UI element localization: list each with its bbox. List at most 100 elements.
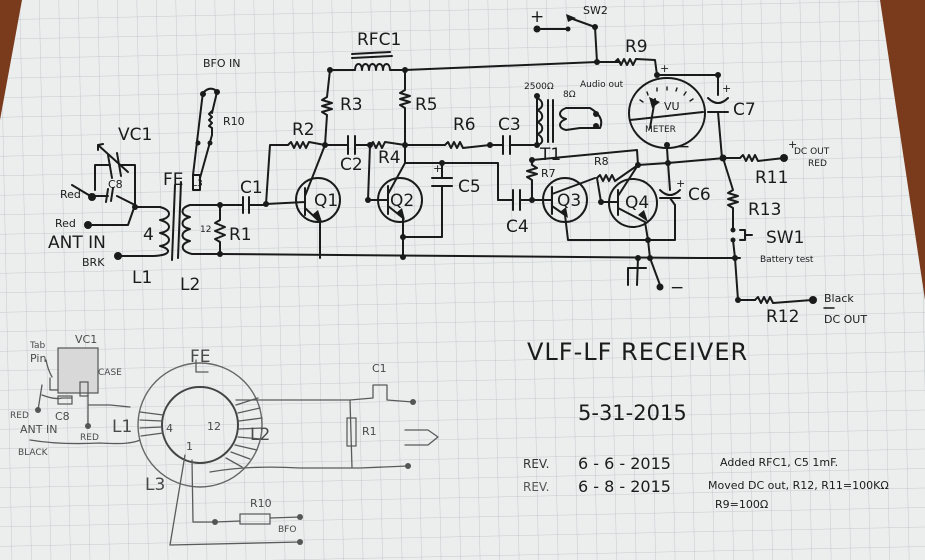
label-c6: C6 xyxy=(688,185,711,205)
label-l3-pictorial: L3 xyxy=(145,475,165,495)
label-black-pictorial: BLACK xyxy=(18,448,49,458)
label-fe-pictorial: FE xyxy=(190,347,211,367)
ground-symbol xyxy=(627,257,647,286)
label-l2: L2 xyxy=(180,275,200,295)
l2-coil xyxy=(181,204,221,255)
label-l2-turns-pictorial: 12 xyxy=(207,420,221,433)
rev2-note: Moved DC out, R12, R11=100KΩ xyxy=(708,479,889,492)
rev1-prefix: REV. xyxy=(523,457,549,471)
label-red-1: Red xyxy=(60,188,81,201)
r7-resistor xyxy=(526,149,639,201)
label-l3: L3 xyxy=(192,179,203,189)
label-l1-turns: 4 xyxy=(143,225,154,245)
meter-minus: − xyxy=(676,137,690,157)
t1-primary xyxy=(536,97,544,146)
label-q3: Q3 xyxy=(557,191,581,211)
label-r1: R1 xyxy=(229,225,252,245)
label-c7: C7 xyxy=(733,100,756,120)
label-minus: − xyxy=(670,278,684,298)
label-vc1: VC1 xyxy=(118,125,152,145)
label-red-2: Red xyxy=(55,217,76,230)
c8-capacitor xyxy=(91,187,136,206)
label-q2: Q2 xyxy=(390,191,414,211)
r10-resistor xyxy=(192,87,219,179)
label-c2: C2 xyxy=(340,155,363,175)
label-red2-pictorial: RED xyxy=(80,433,99,443)
r8-resistor xyxy=(596,164,639,182)
rev2-date: 6 - 8 - 2015 xyxy=(578,477,671,496)
title-block: VLF-LF RECEIVER 5-31-2015 REV. 6 - 6 - 2… xyxy=(523,338,889,511)
label-c1: C1 xyxy=(240,178,263,198)
l1-coil xyxy=(134,206,170,257)
label-r10-pictorial: R10 xyxy=(250,497,272,510)
c2-r4 xyxy=(324,135,406,155)
ground-rail xyxy=(219,253,741,259)
r1-pictorial xyxy=(346,417,357,447)
pictorial-wiring: Tab Pin VC1 CASE RED ANT IN BLACK C8 RED… xyxy=(10,333,439,546)
label-q4: Q4 xyxy=(625,193,649,213)
r3-resistor xyxy=(321,69,333,146)
label-sw2: SW2 xyxy=(583,4,608,17)
label-l2-turns: 12 xyxy=(200,225,211,235)
label-c4: C4 xyxy=(506,217,529,237)
rev2-note-line2: R9=100Ω xyxy=(715,498,768,511)
label-sw1: SW1 xyxy=(766,228,804,248)
label-bfo-in: BFO IN xyxy=(203,57,241,70)
label-r2: R2 xyxy=(292,120,315,140)
r6-c3 xyxy=(404,135,538,155)
vc1-capacitor xyxy=(94,143,136,206)
label-l3-turns-pictorial: 1 xyxy=(186,440,193,453)
label-red: RED xyxy=(808,159,827,169)
rev1-note: Added RFC1, C5 1mF. xyxy=(720,456,838,469)
label-tab: Tab xyxy=(29,341,46,351)
label-dc-out-red: DC OUT xyxy=(794,147,830,157)
label-black-word: Black xyxy=(824,292,854,305)
label-r6: R6 xyxy=(453,115,476,135)
meter-vu-label: VU xyxy=(664,100,680,113)
label-c5: C5 xyxy=(458,177,481,197)
label-l1: L1 xyxy=(132,268,152,288)
label-r12: R12 xyxy=(766,307,799,327)
q1-transistor xyxy=(295,177,341,223)
label-q1: Q1 xyxy=(314,191,338,211)
r12-resistor xyxy=(732,239,813,304)
label-r1-pictorial: R1 xyxy=(362,425,377,438)
label-t1-secondary: 8Ω xyxy=(563,90,576,100)
r5-resistor xyxy=(399,69,411,146)
label-pin: Pin xyxy=(30,352,46,365)
label-r8: R8 xyxy=(594,155,609,168)
drawing-date: 5-31-2015 xyxy=(578,401,687,425)
ferrite-core xyxy=(171,181,182,261)
label-r11: R11 xyxy=(755,168,788,188)
meter-plus: + xyxy=(660,62,669,75)
label-r5: R5 xyxy=(415,95,438,115)
label-r13: R13 xyxy=(748,200,781,220)
c6-plus: + xyxy=(676,177,685,190)
c4-capacitor xyxy=(497,189,533,211)
r10-pictorial xyxy=(239,513,271,525)
r11-resistor xyxy=(722,154,785,162)
t1-secondary xyxy=(559,107,603,131)
label-l2-pictorial: L2 xyxy=(250,425,270,445)
dc-out-plus: + xyxy=(788,138,797,151)
label-l1-pictorial: L1 xyxy=(112,417,132,437)
rev1-date: 6 - 6 - 2015 xyxy=(578,454,671,473)
label-dc-out-neg: DC OUT xyxy=(824,313,867,326)
label-r9: R9 xyxy=(625,37,648,57)
sw2-switch xyxy=(536,17,598,63)
label-c8-pictorial: C8 xyxy=(55,410,70,423)
c5-capacitor xyxy=(402,162,499,238)
label-plus: + xyxy=(530,7,544,27)
label-ant-in-pictorial: ANT IN xyxy=(20,423,57,436)
c8-pictorial xyxy=(57,395,73,405)
label-bfo-pictorial: BFO xyxy=(278,525,296,535)
vc1-body xyxy=(57,347,99,394)
r13-resistor xyxy=(722,157,739,229)
label-r3: R3 xyxy=(340,95,363,115)
label-ant-in: ANT IN xyxy=(48,233,106,253)
label-vc1-pictorial: VC1 xyxy=(75,333,97,346)
label-audio-out: Audio out xyxy=(580,80,624,90)
c1-capacitor xyxy=(239,196,267,214)
schematic: VC1 C8 Red Red ANT IN BRK 4 L1 FE 12 L2 … xyxy=(48,4,867,327)
